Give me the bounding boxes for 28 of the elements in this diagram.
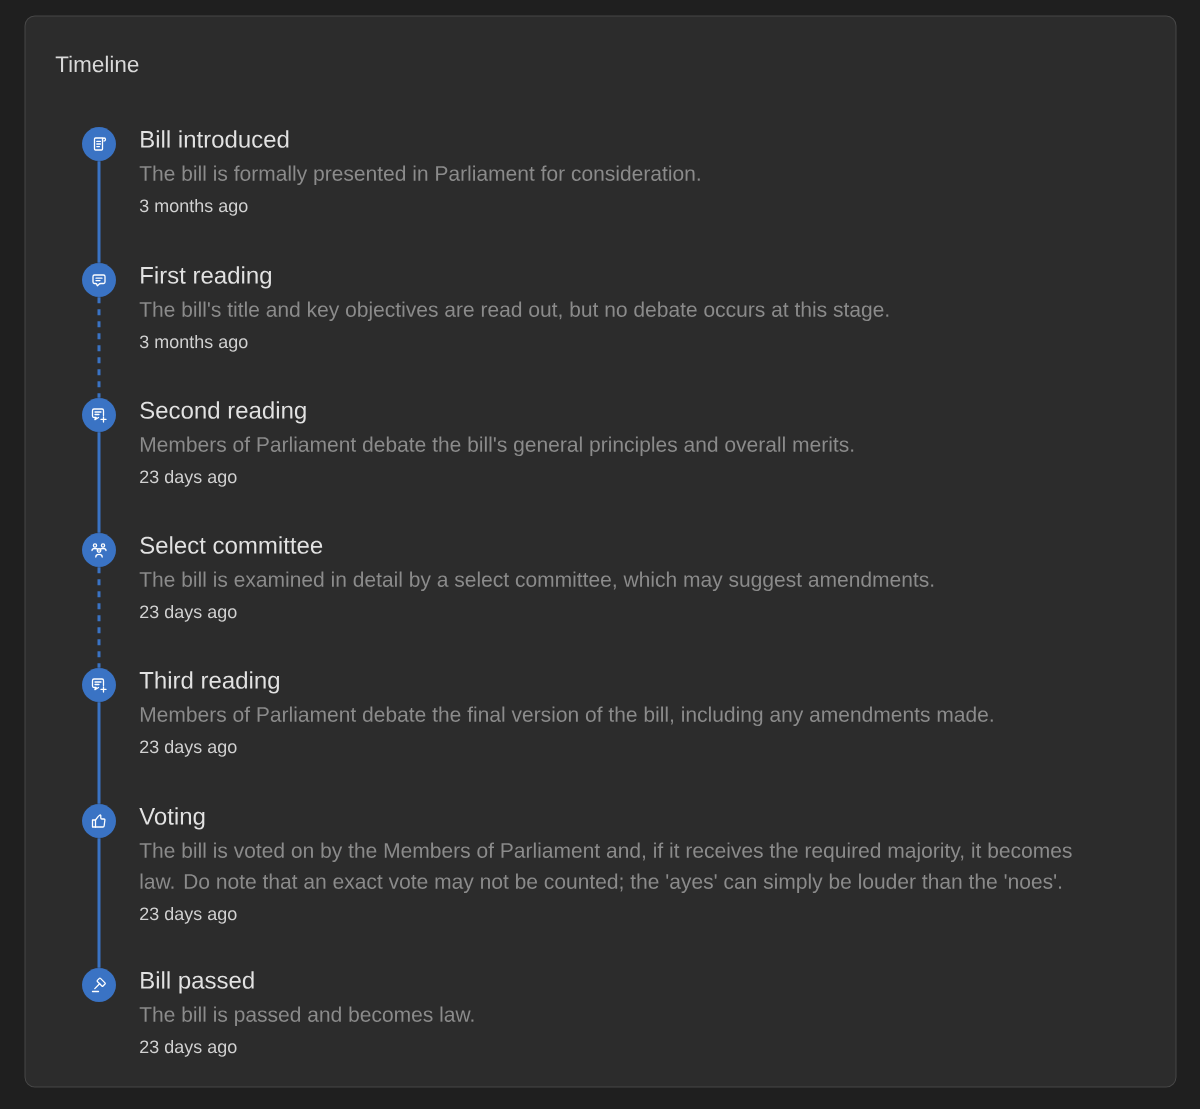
step-description: Members of Parliament debate the final version of the bill, including any amendments made. <box>140 706 993 727</box>
connector-line <box>97 838 101 968</box>
card-title: Timeline <box>55 55 139 73</box>
step-title: Second reading <box>140 401 306 424</box>
step-description: The bill is passed and becomes law. <box>139 1006 474 1027</box>
step-description: The bill is formally presented in Parliament for consideration. <box>139 165 700 186</box>
connector-line <box>97 432 101 533</box>
connector-line <box>97 161 101 263</box>
step-description: The bill's title and key objectives are read out, but no debate occurs at this stage. <box>139 301 889 322</box>
step-title: Bill introduced <box>141 130 289 148</box>
step-title: Voting <box>139 807 205 830</box>
connector-line <box>97 702 101 804</box>
timestamp: 23 days ago <box>140 604 237 622</box>
step-title: Bill passed <box>141 971 254 994</box>
timestamp: 23 days ago <box>140 739 237 757</box>
step-title: Select committee <box>140 536 323 554</box>
timestamp: 23 days ago <box>140 1039 237 1057</box>
step-title: Third reading <box>139 671 279 694</box>
connector-line <box>97 297 101 398</box>
timestamp: 3 months ago <box>139 198 248 216</box>
step-title: First reading <box>141 266 271 289</box>
step-description: The bill is examined in detail by a select committee, which may suggest amendments. <box>139 571 934 592</box>
timestamp: 23 days ago <box>140 906 237 924</box>
timestamp: 3 months ago <box>139 334 248 352</box>
step-description: The bill is voted on by the Members of Parliament and, if it receives the required majority, it becomes law. Do note that an exact vote may not be counted; the 'ayes' can simply be louder than the 'noes'. <box>139 842 1072 894</box>
connector-line <box>97 567 101 668</box>
step-description: Members of Parliament debate the bill's general principles and overall merits. <box>140 436 854 457</box>
timestamp: 23 days ago <box>140 469 237 487</box>
